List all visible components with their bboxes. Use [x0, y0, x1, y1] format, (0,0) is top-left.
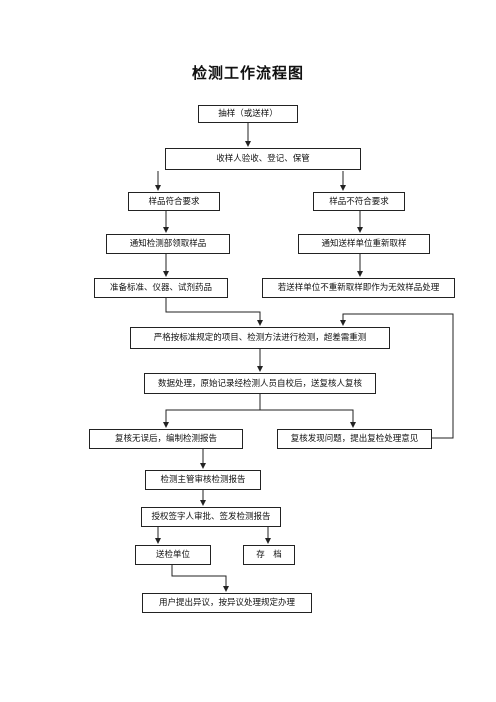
node-review-ok: 复核无误后，编制检测报告 [89, 429, 243, 449]
arrow-data-review-ok [163, 394, 261, 428]
node-notify-lab: 通知检测部领取样品 [106, 234, 230, 254]
node-data: 数据处理，原始记录经检测人员自校后，送复核人复核 [144, 373, 376, 394]
node-nonconforming: 样品不符合要求 [313, 192, 405, 211]
node-test: 严格按标准规定的项目、检测方法进行检测，超差需重测 [130, 327, 390, 349]
node-receive: 收样人验收、登记、保管 [165, 148, 361, 170]
node-sampling: 抽样（或送样） [198, 105, 298, 123]
node-prepare: 准备标准、仪器、试剂药品 [94, 278, 228, 298]
node-review-issue: 复核发现问题，提出复检处理意见 [277, 429, 432, 449]
node-archive: 存 档 [243, 545, 295, 565]
node-supervisor: 检测主管审核检测报告 [145, 470, 261, 490]
arrow-loop-retest [340, 313, 454, 439]
arrow-data-review-issue [260, 409, 356, 428]
node-send: 送检单位 [135, 545, 211, 565]
node-approve: 授权签字人审批、签发检测报告 [141, 507, 281, 527]
page-title: 检测工作流程图 [191, 64, 304, 82]
node-notify-sender: 通知送样单位重新取样 [298, 234, 430, 254]
node-invalid: 若送样单位不重新取样即作为无效样品处理 [262, 278, 455, 298]
node-conforming: 样品符合要求 [128, 192, 220, 211]
arrow-send-objection [171, 565, 229, 592]
node-objection: 用户提出异议，按异议处理规定办理 [142, 593, 312, 613]
arrow-prepare-test [165, 298, 263, 326]
